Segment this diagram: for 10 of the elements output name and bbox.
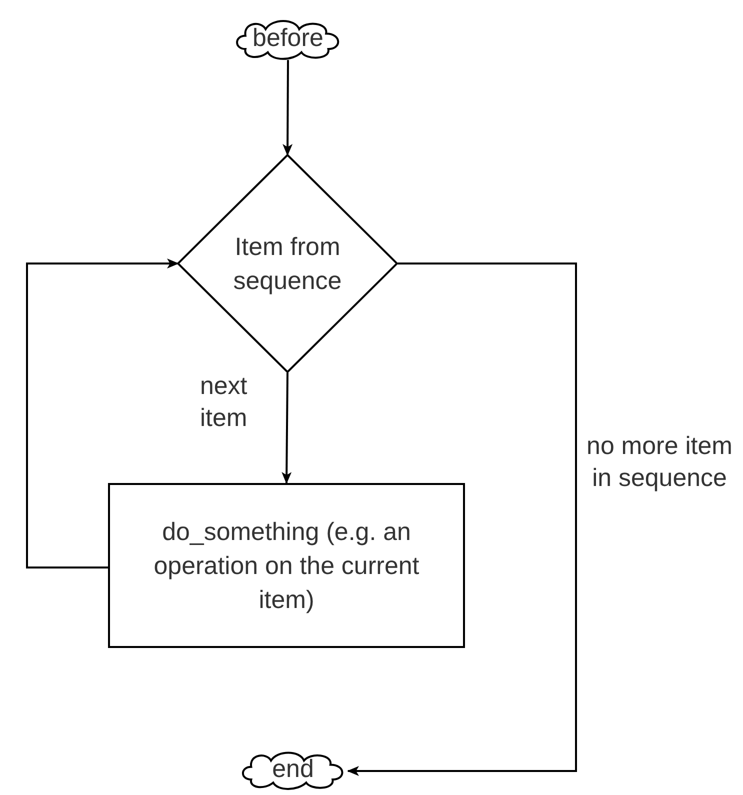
node-text: before (252, 23, 324, 54)
arrow (347, 262, 577, 776)
node-text: do_something (e.g. an operation on the current item) (152, 516, 420, 616)
node-text: end (272, 754, 314, 785)
node-text: Item from sequence (232, 232, 343, 296)
arrow (282, 372, 292, 484)
arrow (282, 60, 293, 156)
arrow (26, 258, 179, 568)
decision-diamond (178, 155, 397, 372)
process-box (108, 483, 465, 648)
